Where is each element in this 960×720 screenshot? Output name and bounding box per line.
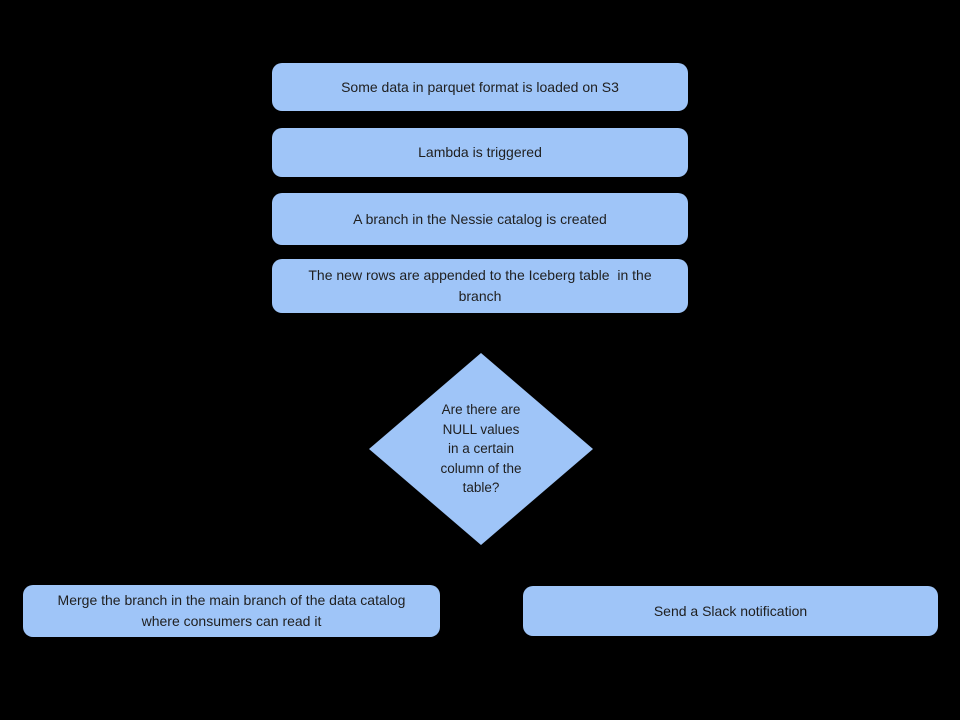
flow-decision-null-values: Are there are NULL values in a certain c… xyxy=(369,353,593,545)
flow-outcome-merge-branch: Merge the branch in the main branch of t… xyxy=(23,585,440,637)
flow-step-lambda-triggered: Lambda is triggered xyxy=(272,128,688,177)
flow-decision-label: Are there are NULL values in a certain c… xyxy=(440,402,522,496)
flow-step-label: Lambda is triggered xyxy=(418,144,542,160)
flow-step-append-iceberg-table: The new rows are appended to the Iceberg… xyxy=(272,259,688,313)
flow-step-label: A branch in the Nessie catalog is create… xyxy=(353,210,607,227)
flow-outcome-label: Send a Slack notification xyxy=(653,602,808,619)
flow-step-nessie-branch-created: A branch in the Nessie catalog is create… xyxy=(272,193,688,245)
flow-outcome-slack-notification: Send a Slack notification xyxy=(523,586,938,636)
flow-step-label: Some data in parquet format is loaded on… xyxy=(341,78,619,95)
flow-step-label: The new rows are appended to the Iceberg… xyxy=(308,267,652,304)
flow-step-data-loaded-s3: Some data in parquet format is loaded on… xyxy=(272,63,688,111)
flow-outcome-label: Merge the branch in the main branch of t… xyxy=(57,592,406,629)
